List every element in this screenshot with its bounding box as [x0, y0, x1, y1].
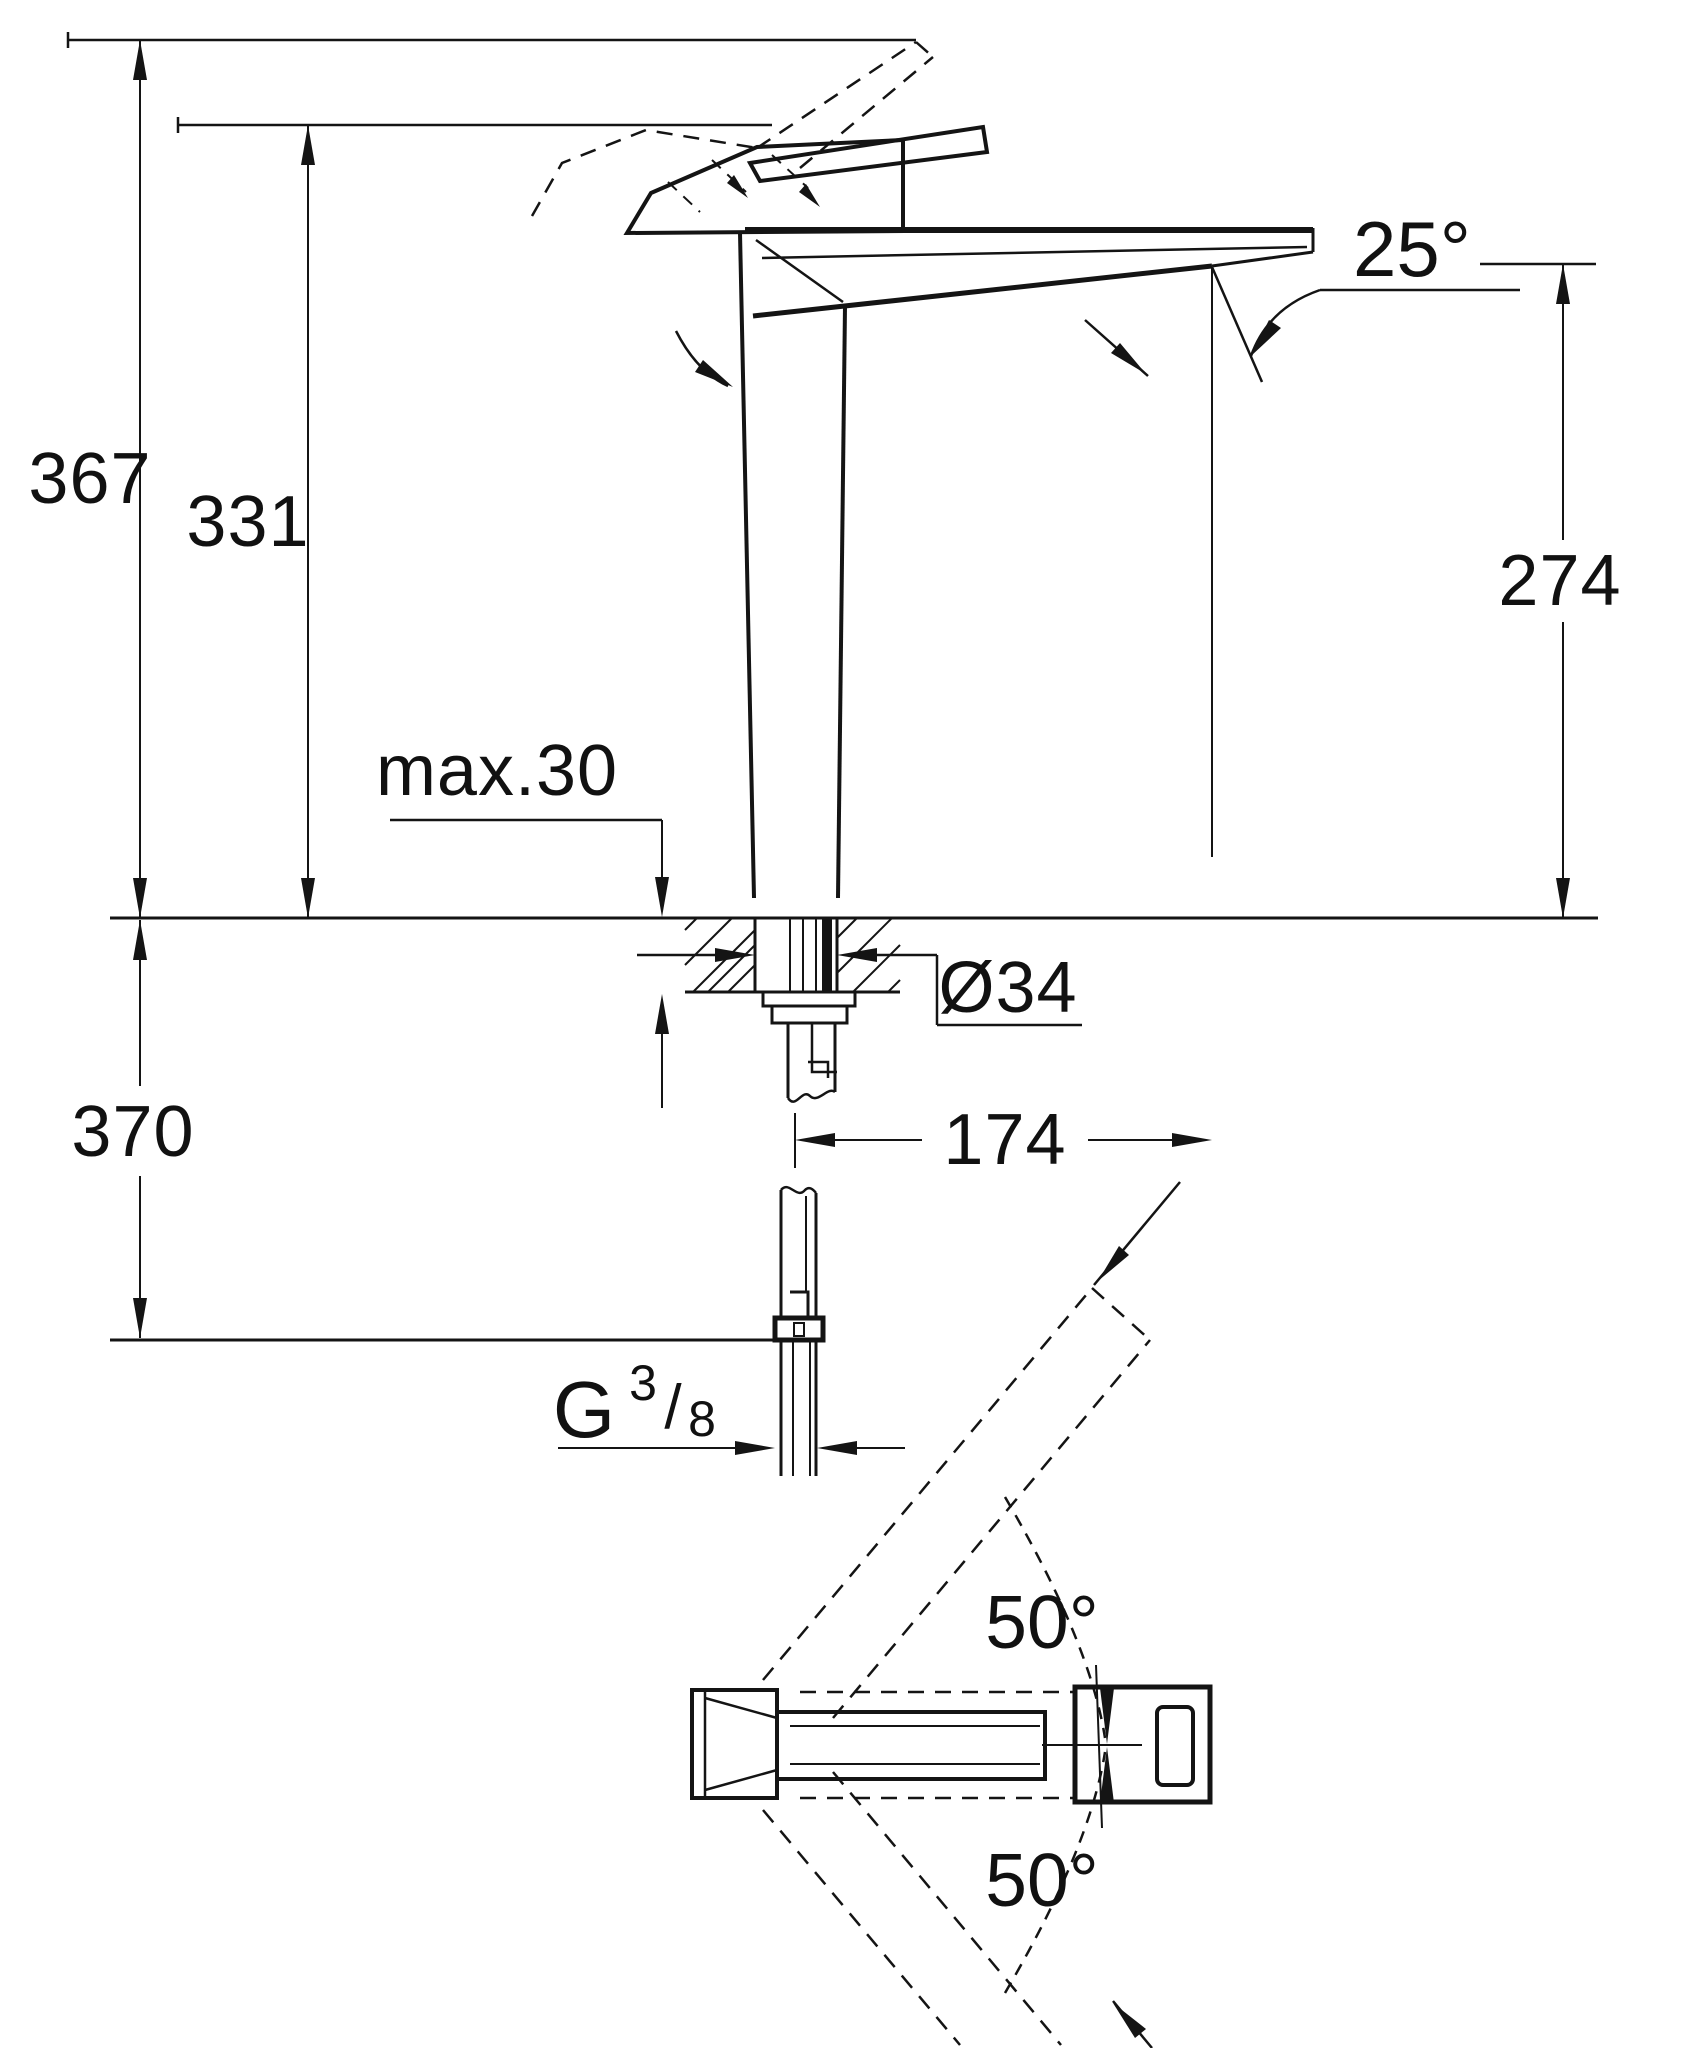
shank-foot-detail	[808, 1060, 830, 1078]
arrowhead-swing-up	[1098, 1246, 1129, 1281]
arrowhead-up	[301, 125, 315, 165]
tube-break-line	[786, 1089, 836, 1103]
hose-collar-detail	[790, 1290, 810, 1318]
handle-press-arrow	[727, 175, 748, 198]
arrowhead-up	[655, 994, 669, 1034]
lever-ghost-down-2	[832, 1771, 1062, 2046]
arrowhead-right	[1172, 1133, 1212, 1147]
lever-ghost-up-tip	[1091, 1287, 1151, 1341]
dim-dia34-label: Ø34	[938, 948, 1077, 1028]
dimension-spout-reach: 174	[794, 1100, 1212, 1180]
thread-size-annotation: G 3 / 8	[553, 1355, 905, 1455]
arrowhead-down	[655, 877, 669, 917]
handle-ghost-lever-bottom	[799, 56, 934, 169]
arrowhead-down	[133, 878, 147, 918]
arrowhead-down	[1556, 878, 1570, 918]
arrowhead-down	[301, 878, 315, 918]
spout-underside	[752, 263, 1213, 319]
body-top-view	[690, 1688, 779, 1800]
dim-50deg-up-label: 50°	[985, 1580, 1098, 1664]
supply-hose	[772, 1185, 826, 1476]
shank-solid-bar	[822, 918, 832, 992]
shank-sub-block	[810, 1023, 837, 1074]
arrowhead-up	[133, 920, 147, 960]
faucet-side-view	[530, 40, 1315, 899]
arrowhead-arc-left	[1111, 343, 1146, 374]
dim-174-label: 174	[943, 1100, 1066, 1180]
arrowhead-up	[1556, 264, 1570, 304]
shank-step-1	[761, 992, 857, 1008]
lever-ghost-up-2	[832, 1339, 1151, 1719]
dim-331-label: 331	[186, 482, 309, 562]
arrowhead-down	[133, 1298, 147, 1338]
handle-hatch-dash	[667, 181, 701, 213]
angle-arc-right	[1249, 288, 1321, 357]
arrowhead-right	[715, 948, 755, 962]
dim-274-label: 274	[1498, 541, 1621, 621]
hatch-right	[836, 917, 901, 993]
swing-arc-lower	[1003, 1751, 1107, 1994]
arrowhead-left	[817, 1441, 857, 1455]
arrowhead-up	[133, 40, 147, 80]
swing-arc-upper	[1003, 1496, 1107, 1739]
thread-denominator: 8	[688, 1391, 716, 1447]
thread-nut	[772, 1315, 826, 1343]
spout-outlet-face	[1211, 250, 1314, 268]
dimension-spout-height: 274	[1498, 264, 1621, 918]
hatch-left	[684, 917, 756, 993]
lever-grip-inset	[1155, 1705, 1195, 1787]
counter-section	[684, 917, 901, 1103]
arrowhead-swing-down	[1113, 2003, 1146, 2038]
reference-lines	[66, 32, 1598, 1342]
lever-ghost-up	[762, 1287, 1093, 1681]
dimension-lever-height: 331	[186, 125, 315, 918]
arrowhead-arc-right	[1251, 320, 1281, 356]
shank-step-2	[770, 1006, 849, 1025]
arrowhead-handle-motion	[695, 360, 733, 387]
arrowhead-swing-upper	[1100, 1688, 1114, 1744]
thread-numerator: 3	[629, 1355, 657, 1411]
handle-hatch-dash	[711, 159, 747, 193]
lever-neck	[777, 1710, 1047, 1781]
dimension-below-counter: 370	[71, 920, 194, 1338]
arrowhead-left	[795, 1133, 835, 1147]
spout-angle-annotation: 25°	[1084, 205, 1596, 857]
thread-slash: /	[664, 1373, 682, 1442]
handle-ghost-outline	[530, 128, 758, 217]
dimension-overall-height: 367	[28, 40, 151, 918]
body-left-edge	[738, 232, 756, 899]
spout-inner-line	[761, 245, 1308, 260]
arrowhead-right	[735, 1441, 775, 1455]
lever-side-view	[746, 124, 990, 184]
lever-ghost-down	[762, 1809, 961, 2046]
arrowhead-swing-lower	[1100, 1747, 1114, 1803]
handle-ghost-lever-top	[756, 40, 917, 150]
handle-motion-arc	[674, 330, 729, 388]
body-junction-line	[755, 238, 844, 304]
handle-body	[623, 137, 905, 236]
hole-diameter-annotation: Ø34	[637, 948, 1082, 1028]
thread-g-label: G	[553, 1365, 615, 1454]
outlet-angle-line	[1210, 266, 1264, 383]
hose-break-line	[780, 1185, 817, 1195]
handle-ghost-lever-tip	[915, 41, 934, 58]
dim-max30-label: max.30	[376, 731, 618, 811]
dim-370-label: 370	[71, 1092, 194, 1172]
thread-nut-slot	[793, 1322, 805, 1337]
handle-press-arrow	[799, 184, 820, 207]
dim-50deg-down-label: 50°	[985, 1838, 1098, 1922]
dim-367-label: 367	[28, 439, 151, 519]
body-right-edge	[836, 305, 847, 899]
arrowhead-left	[837, 948, 877, 962]
faucet-top-view: 50° 50°	[690, 1181, 1213, 2048]
max-thickness-annotation: max.30	[376, 731, 669, 1108]
dim-25deg-label: 25°	[1353, 205, 1471, 293]
